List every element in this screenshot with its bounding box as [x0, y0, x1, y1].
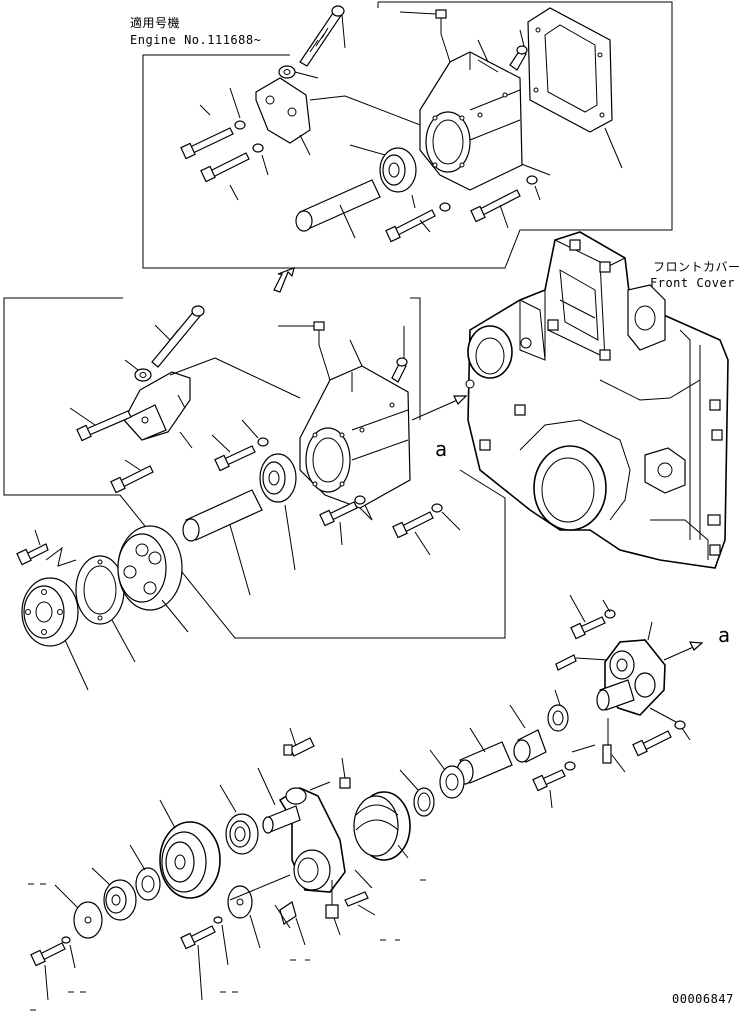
upper-inset-frame	[142, 1, 673, 269]
lower-left-pulley-group	[16, 525, 189, 691]
inset-arrow	[273, 267, 295, 293]
reference-a-tensioner: a	[718, 623, 731, 647]
middle-inset-parts	[69, 305, 461, 596]
tensioner-assembly	[399, 594, 704, 817]
lower-center-parts	[30, 727, 411, 1001]
front-cover	[411, 231, 729, 569]
drawing-number: 00006847	[672, 992, 734, 1006]
front-cover-label-en: Front Cover	[650, 276, 735, 290]
top-inset-parts	[180, 5, 623, 243]
front-cover-label-jp: フロントカバー	[653, 260, 741, 274]
callout-dashes	[28, 879, 426, 1011]
applicable-label-jp: 適用号機	[130, 16, 181, 30]
engine-number-label: Engine No.111688~	[130, 33, 262, 47]
reference-a-front-cover: a	[435, 437, 448, 461]
